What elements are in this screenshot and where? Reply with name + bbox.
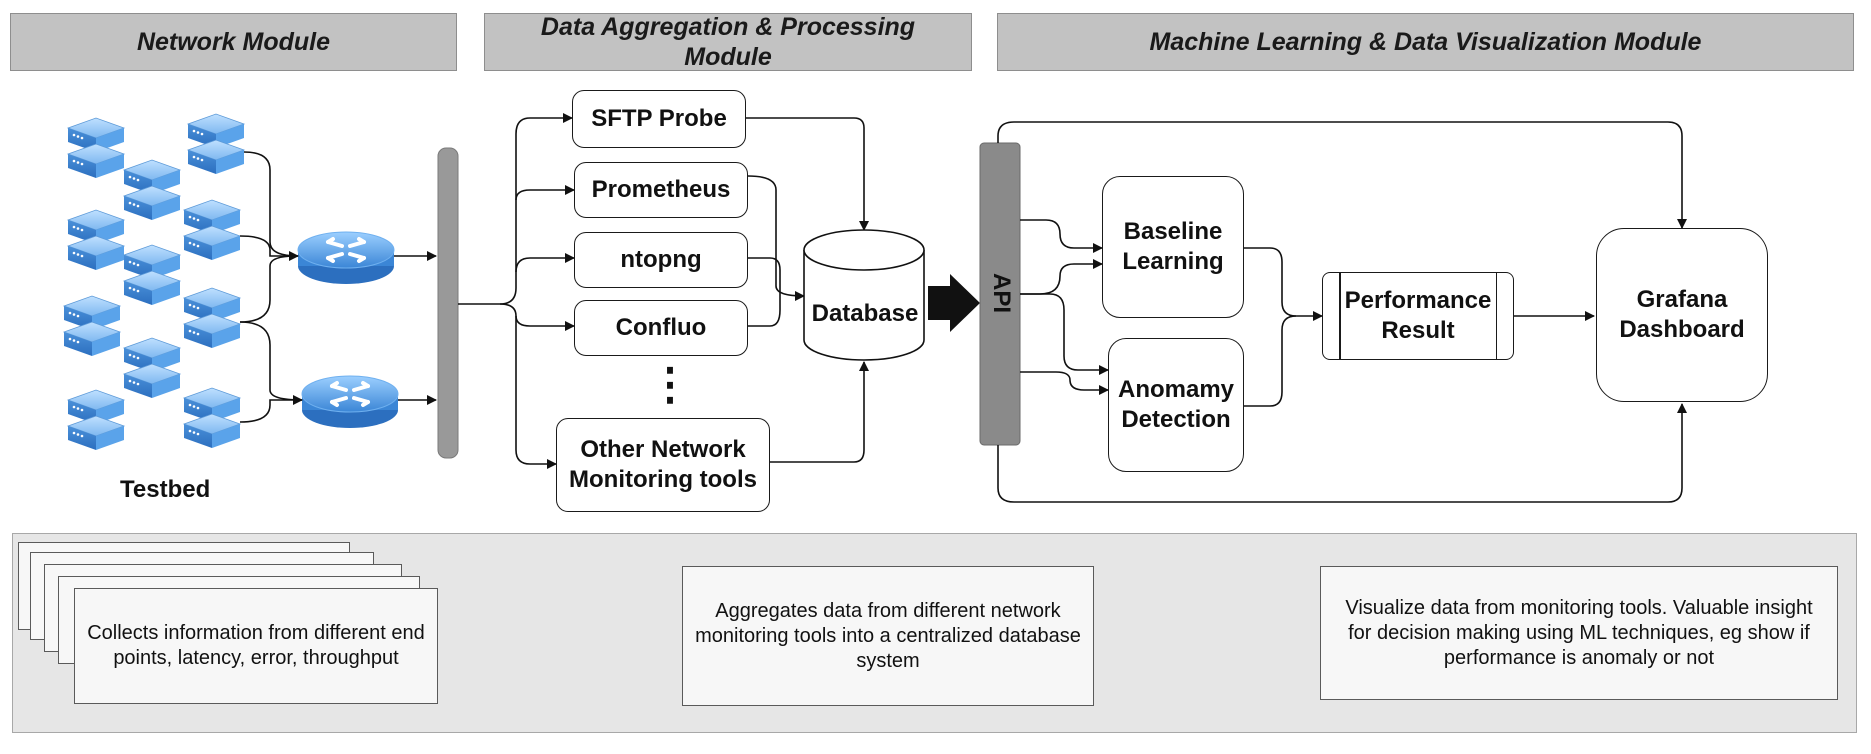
header-network-module: Network Module xyxy=(10,13,457,71)
aggregation-description: Aggregates data from different network m… xyxy=(682,566,1094,706)
ml-description: Visualize data from monitoring tools. Va… xyxy=(1320,566,1838,700)
server-icon xyxy=(124,160,180,220)
tool-sftp-probe[interactable]: SFTP Probe xyxy=(572,90,746,148)
tools-database-connectors xyxy=(746,117,869,463)
grafana-dashboard-box[interactable]: Grafana Dashboard xyxy=(1596,228,1768,402)
database-label: Database xyxy=(811,300,919,327)
network-bus-bar xyxy=(437,147,459,459)
tool-other-monitoring[interactable]: Other Network Monitoring tools xyxy=(556,418,770,512)
tool-ntopng[interactable]: ntopng xyxy=(574,232,748,288)
api-grafana-loop xyxy=(997,121,1687,503)
server-icon xyxy=(124,338,180,398)
header-ml-module: Machine Learning & Data Visualization Mo… xyxy=(997,13,1854,71)
tools-ellipsis: ⋮ xyxy=(648,360,692,409)
server-router-connectors xyxy=(239,151,303,423)
bus-tools-connectors xyxy=(458,113,575,469)
server-icon xyxy=(184,288,240,348)
server-icon xyxy=(68,390,124,450)
ml-performance-connectors xyxy=(1244,247,1595,407)
database-cylinder xyxy=(803,229,925,361)
performance-result-box[interactable]: Performance Result xyxy=(1322,272,1514,360)
baseline-learning-box[interactable]: Baseline Learning xyxy=(1102,176,1244,318)
server-icon xyxy=(184,200,240,260)
router-bus-connectors xyxy=(394,251,437,405)
tool-prometheus[interactable]: Prometheus xyxy=(574,162,748,218)
router-icon xyxy=(296,230,396,286)
router-icon xyxy=(300,374,400,430)
server-icon xyxy=(68,210,124,270)
network-description: Collects information from different end … xyxy=(74,588,438,704)
server-icon xyxy=(124,245,180,305)
performance-result-label: Performance Result xyxy=(1344,287,1492,344)
anomaly-detection-box[interactable]: Anomamy Detection xyxy=(1108,338,1244,472)
tool-confluo[interactable]: Confluo xyxy=(574,300,748,356)
server-icon xyxy=(64,296,120,356)
api-ml-connectors xyxy=(1020,219,1109,395)
api-label: API xyxy=(988,273,1015,314)
database-api-arrow xyxy=(928,274,980,332)
testbed-label: Testbed xyxy=(120,476,211,503)
server-icon xyxy=(184,388,240,448)
server-icon xyxy=(188,114,244,174)
header-aggregation-module: Data Aggregation & Processing Module xyxy=(484,13,972,71)
server-icon xyxy=(68,118,124,178)
